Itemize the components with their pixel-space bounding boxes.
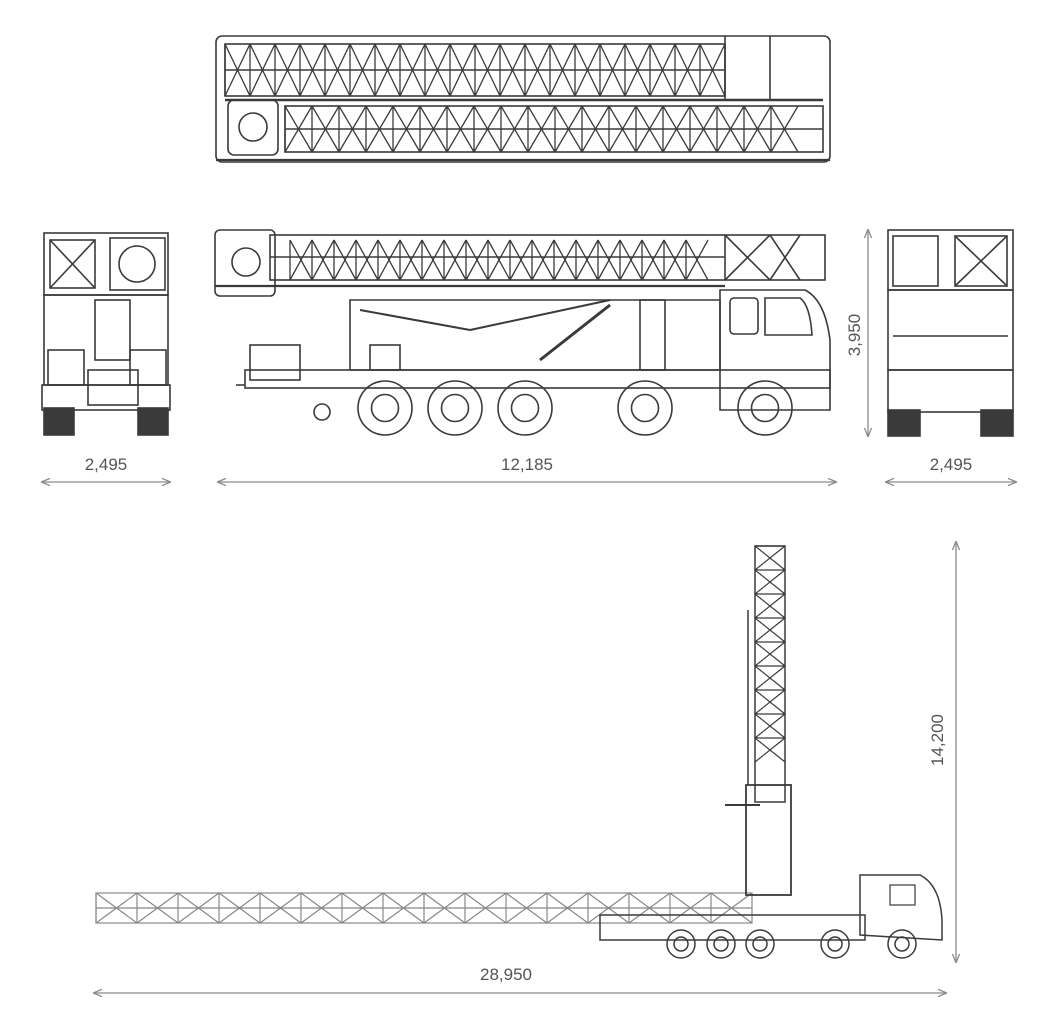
dimension-labels: 2,495 12,185 2,495 3,950 14,200 28,950 (85, 314, 973, 984)
deployed-view (95, 545, 943, 959)
dimension-lines (42, 230, 1016, 993)
deployed-reach-label: 28,950 (480, 965, 532, 984)
front-view (41, 232, 171, 436)
deployed-height-label: 14,200 (928, 714, 947, 766)
rear-view (887, 229, 1014, 437)
rear-width-label: 2,495 (930, 455, 973, 474)
front-width-label: 2,495 (85, 455, 128, 474)
top-view (215, 35, 831, 163)
side-height-label: 3,950 (845, 314, 864, 357)
side-view (214, 229, 831, 436)
side-length-label: 12,185 (501, 455, 553, 474)
